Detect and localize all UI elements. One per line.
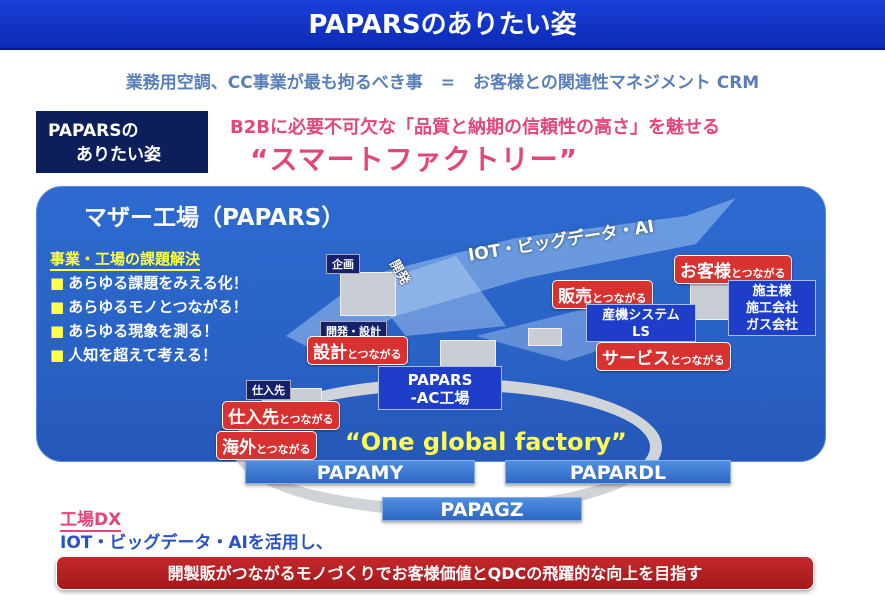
planning-image xyxy=(340,272,396,316)
service-tag: サービスとつながる xyxy=(596,342,731,371)
subtitle: 業務用空調、CC事業が最も拘るべき事 = お客様との関連性マネジメント CRM xyxy=(0,68,885,93)
design-tag: 設計とつながる xyxy=(307,336,408,365)
building-image xyxy=(690,280,730,320)
bullet-icon: ■ xyxy=(50,298,65,316)
vision-box-line2: ありたい姿 xyxy=(76,145,161,165)
subtitle-eq: = xyxy=(440,73,455,93)
issue-item: ■あらゆる現象を測る！ xyxy=(50,322,219,340)
factory-image xyxy=(440,340,496,370)
dx-line: IOT・ビッグデータ・AIを活用し、 xyxy=(60,533,333,553)
customer-tag: お客様とつながる xyxy=(674,255,792,284)
plant-papagz: PAPAGZ xyxy=(382,497,582,521)
planning-label: 企画 xyxy=(326,254,360,274)
supplier-label: 仕入先 xyxy=(246,380,291,400)
mother-factory-title: マザー工場（PAPARS） xyxy=(84,205,345,231)
truck-image xyxy=(528,328,562,346)
system-box: 産機システム LS xyxy=(586,304,696,342)
one-global-factory: “One global factory” xyxy=(345,428,627,456)
issue-item: ■あらゆるモノとつながる！ xyxy=(50,298,248,316)
subtitle-right: お客様との関連性マネジメント CRM xyxy=(472,73,760,93)
dx-heading: 工場DX xyxy=(60,505,122,532)
b2b-statement: B2Bに必要不可欠な「品質と納期の信頼性の高さ」を魅せる xyxy=(230,117,720,138)
plant-papardl: PAPARDL xyxy=(505,460,731,484)
issue-item: ■人知を超えて考える！ xyxy=(50,346,217,364)
supply-tag: 仕入先とつながる xyxy=(222,401,340,430)
issue-item: ■あらゆる課題をみえる化！ xyxy=(50,274,248,292)
ac-factory-box: PAPARS -AC工場 xyxy=(378,366,502,410)
clients-box: 施主様 施工会社 ガス会社 xyxy=(728,280,816,336)
overseas-tag: 海外とつながる xyxy=(216,431,317,460)
vision-box: PAPARSの ありたい姿 xyxy=(36,111,208,173)
bullet-icon: ■ xyxy=(50,322,65,340)
vision-box-line1: PAPARSの xyxy=(48,121,139,141)
issues-heading: 事業・工場の課題解決 xyxy=(50,248,201,271)
smart-factory-heading: “スマートファクトリー” xyxy=(250,143,578,176)
bullet-icon: ■ xyxy=(50,274,65,292)
bullet-icon: ■ xyxy=(50,346,65,364)
plant-papamy: PAPAMY xyxy=(245,460,475,484)
goal-banner: 開製販がつながるモノづくりでお客様価値とQDCの飛躍的な向上を目指す xyxy=(56,556,814,590)
page-title: PAPARSのありたい姿 xyxy=(0,0,885,50)
subtitle-left: 業務用空調、CC事業が最も拘るべき事 xyxy=(125,73,423,93)
